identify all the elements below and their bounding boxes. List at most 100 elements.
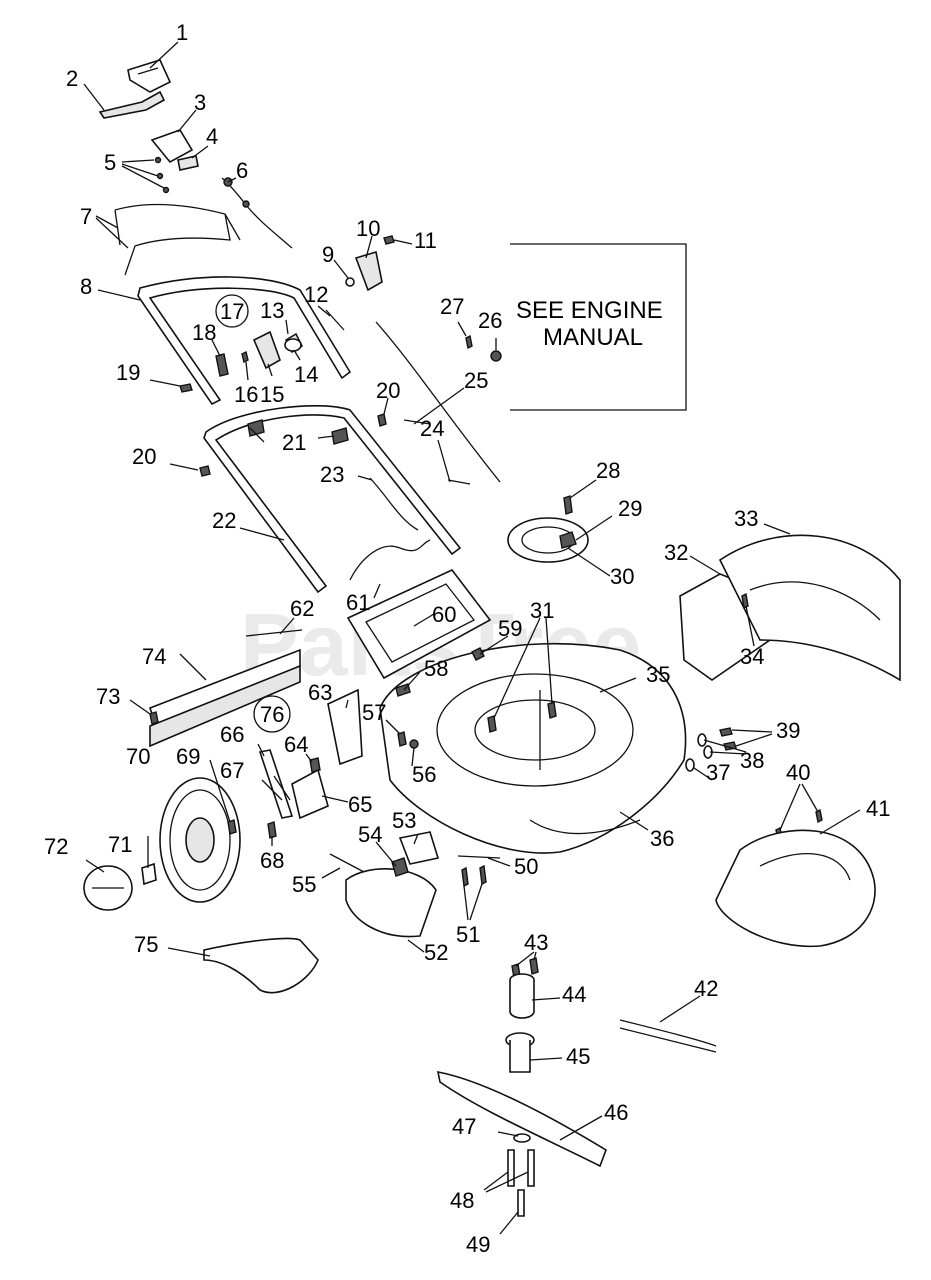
part-6-cable: [221, 177, 293, 249]
callout-76: 76: [260, 702, 284, 727]
callout-18: 18: [192, 320, 216, 345]
callout-64: 64: [284, 732, 308, 757]
callout-72: 72: [44, 834, 68, 859]
callout-31: 31: [530, 598, 554, 623]
part-50-axle: [457, 855, 501, 859]
callout-68: 68: [260, 848, 284, 873]
part-2-control-lever: [98, 90, 166, 119]
callout-63: 63: [308, 680, 332, 705]
callout-30: 30: [610, 564, 634, 589]
callout-51: 51: [456, 922, 480, 947]
callout-1: 1: [176, 20, 188, 45]
callout-50: 50: [514, 854, 538, 879]
callout-44: 44: [562, 982, 586, 1007]
callout-73: 73: [96, 684, 120, 709]
engine-note-line1: SEE ENGINE: [516, 297, 663, 324]
callout-67: 67: [220, 758, 244, 783]
engine-note-line2: MANUAL: [543, 324, 643, 351]
callout-17-ring: [215, 294, 249, 328]
part-59-bolt: [471, 647, 485, 661]
part-73-bolt: [149, 711, 159, 725]
callout-11: 11: [414, 228, 437, 253]
callout-74: 74: [142, 644, 166, 669]
callout-27: 27: [440, 294, 464, 319]
callout-56: 56: [412, 762, 436, 787]
part-11-screw: [383, 235, 395, 245]
callout-5: 5: [104, 150, 116, 175]
callout-9: 9: [322, 242, 334, 267]
part-33-deflector: [718, 534, 901, 682]
part-20-bolt-left: [199, 465, 211, 477]
part-18-spring: [215, 353, 229, 377]
part-41-front-cover: [715, 829, 876, 948]
part-46-blade: [436, 1070, 607, 1168]
callout-46: 46: [604, 1100, 628, 1125]
part-51-bolts: [461, 864, 487, 888]
callout-20-left: 20: [132, 444, 156, 469]
part-8-upper-handle: [137, 276, 352, 406]
callout-43: 43: [524, 930, 548, 955]
part-70-wheel: [159, 777, 241, 903]
part-35-mower-deck: [379, 642, 687, 854]
part-19-bolt: [179, 383, 193, 393]
part-10-clip: [354, 250, 383, 292]
part-26-nut: [490, 350, 502, 362]
callout-37: 37: [706, 760, 730, 785]
part-66-lever: [258, 749, 294, 819]
part-56-nut: [409, 739, 419, 749]
callout-49: 49: [466, 1232, 490, 1257]
callout-62: 62: [290, 596, 314, 621]
callout-45: 45: [566, 1044, 590, 1069]
callout-12: 12: [304, 282, 328, 307]
callout-34: 34: [740, 644, 764, 669]
part-55-rod: [329, 853, 365, 873]
part-36-deck-skirt: [529, 819, 641, 835]
callout-33: 33: [734, 506, 758, 531]
part-54-hinge: [391, 857, 409, 877]
callout-53: 53: [392, 808, 416, 833]
part-44-pulley: [509, 973, 535, 1019]
callout-4: 4: [206, 124, 218, 149]
callout-61: 61: [346, 590, 370, 615]
callout-41: 41: [866, 796, 890, 821]
part-7-bail-handle: [114, 203, 241, 276]
callout-47: 47: [452, 1114, 476, 1139]
callout-16: 16: [234, 382, 258, 407]
callout-28: 28: [596, 458, 620, 483]
part-64-spring: [309, 757, 321, 773]
part-63-bracket: [327, 688, 363, 766]
callout-8: 8: [80, 274, 92, 299]
part-71-bushing: [141, 862, 157, 886]
callout-42: 42: [694, 976, 718, 1001]
part-4-clip: [177, 155, 199, 171]
part-68-bolt: [267, 821, 277, 839]
part-30-key: [559, 531, 577, 549]
part-75-mulch-plug: [203, 937, 319, 994]
part-52-chute: [345, 868, 437, 938]
part-37-washer: [685, 758, 695, 772]
callout-6: 6: [236, 158, 248, 183]
part-23-cable-clip: [369, 477, 419, 531]
part-15-handle-knob: [252, 330, 281, 370]
callout-69: 69: [176, 744, 200, 769]
leader-lines: [83, 41, 861, 1235]
callout-70: 70: [126, 744, 150, 769]
callout-10: 10: [356, 216, 380, 241]
part-72-hub-cap: [83, 865, 133, 911]
callout-13: 13: [260, 298, 284, 323]
callout-59: 59: [498, 616, 522, 641]
part-9-washer: [345, 277, 355, 287]
part-42-belt: [619, 1019, 717, 1053]
part-21-knobs: [247, 419, 349, 445]
callout-17: 17: [220, 299, 244, 324]
part-16-bolt: [241, 350, 249, 364]
part-34-pin: [741, 592, 749, 610]
callout-36: 36: [650, 826, 674, 851]
part-27-screw: [465, 334, 473, 350]
callout-25: 25: [464, 368, 488, 393]
part-61-cable: [349, 539, 431, 581]
part-1-control-cover: [127, 59, 172, 93]
part-12-bolt: [325, 309, 345, 331]
callout-21: 21: [282, 430, 306, 455]
